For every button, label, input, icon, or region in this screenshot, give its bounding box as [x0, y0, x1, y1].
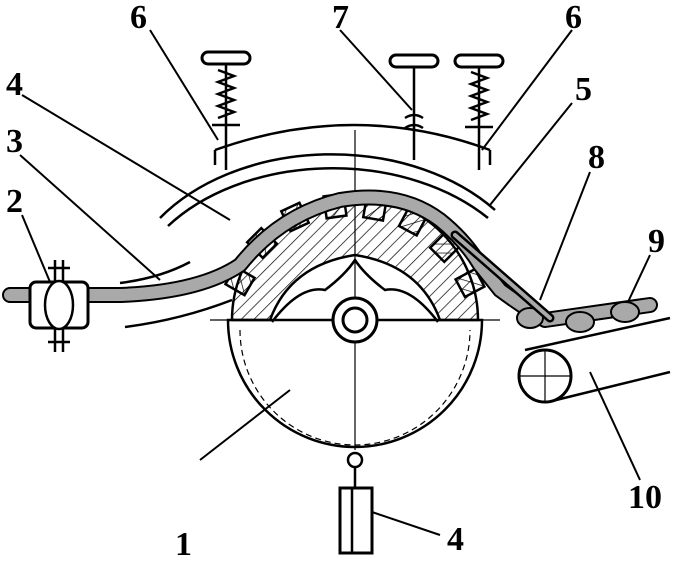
label-8: 8 [588, 139, 605, 176]
label-5: 5 [575, 71, 592, 108]
scraper [450, 230, 555, 323]
label-6-right: 6 [565, 0, 582, 36]
casing [159, 123, 496, 227]
label-2: 2 [6, 183, 23, 220]
spring-presser-right [453, 53, 505, 170]
material-strip [2, 189, 658, 333]
label-1: 1 [175, 526, 192, 563]
spring-presser-left [200, 50, 252, 170]
drum-lower-half [226, 318, 484, 449]
bottom-actuator [338, 451, 374, 555]
label-7: 7 [332, 0, 349, 36]
label-3: 3 [6, 123, 23, 160]
label-9: 9 [648, 223, 665, 260]
guide-roller [28, 260, 90, 352]
label-10: 10 [628, 479, 662, 516]
guide-channel [119, 260, 233, 329]
label-4-bottom: 4 [447, 521, 464, 558]
conveyor-roller [517, 316, 671, 404]
label-4-top: 4 [6, 66, 23, 103]
leader-lines [19, 29, 651, 536]
middle-rod [388, 53, 440, 160]
label-6-left: 6 [130, 0, 147, 36]
